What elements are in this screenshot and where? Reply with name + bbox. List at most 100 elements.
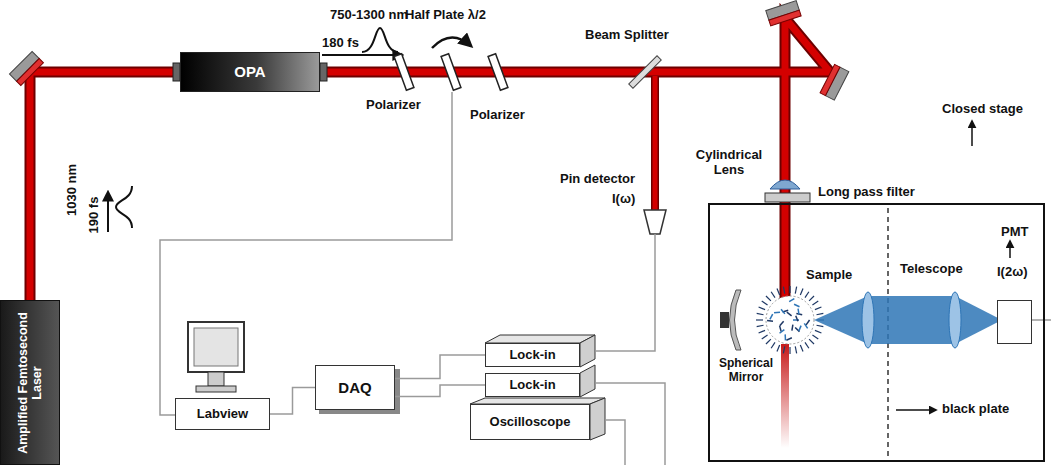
pin-detector (644, 210, 666, 234)
daq-box: DAQ (315, 365, 395, 410)
closed-stage: Closed stagePMTI(2ω) (708, 203, 1045, 462)
scatter-stroke (766, 339, 771, 344)
pulse-shape (116, 186, 132, 228)
laser-beam-edge (30, 18, 830, 320)
part-label: 180 fs (322, 36, 359, 51)
scatter-stroke (816, 325, 823, 326)
part-label: 750-1300 nm (330, 8, 408, 23)
particle-stroke (784, 334, 786, 340)
laser-source: Amplified Femtosecond Laser (0, 300, 60, 465)
node-text: DAQ (338, 379, 371, 396)
monitor-screen (194, 328, 238, 366)
node-text: Amplified Femtosecond Laser (16, 303, 45, 463)
part-label: 1030 nm (65, 164, 80, 216)
node-text: Closed stage (942, 102, 1023, 117)
mirror (820, 64, 840, 95)
polarizer (488, 54, 508, 91)
part-label: I(ω) (612, 192, 635, 207)
collected-light (814, 296, 998, 344)
scatter-stroke (800, 289, 803, 295)
scatter-stroke (759, 307, 765, 310)
sample-cell (766, 296, 814, 344)
lock-in-amplifier: Lock-in (485, 343, 580, 367)
scatter-stroke (812, 335, 818, 339)
scatter-stroke (809, 296, 814, 301)
scatter-stroke (789, 347, 790, 354)
reference-beam (653, 76, 658, 210)
particle-stroke (806, 320, 809, 325)
scatter-stroke (757, 325, 764, 326)
particle-stroke (789, 299, 794, 302)
particle-stroke (786, 338, 791, 340)
part-label: Polarizer (470, 108, 525, 123)
particle-stroke (781, 309, 785, 314)
scatter-stroke (805, 292, 809, 298)
scatter-stroke (805, 342, 809, 348)
particle-stroke (770, 314, 773, 319)
node-text: OPA (234, 63, 265, 80)
half-wave-plate (441, 54, 461, 91)
signal-wire (596, 234, 655, 351)
mirror-mount (720, 312, 729, 328)
pointer-arrow (896, 409, 936, 411)
scatter-stroke (783, 346, 784, 353)
mirror (769, 10, 801, 26)
pulse-shape (362, 28, 398, 52)
direction-arrow (322, 54, 402, 56)
signal-cable (270, 388, 315, 415)
scatter-stroke (815, 307, 821, 310)
particle-stroke (780, 326, 782, 332)
scatter-stroke (783, 287, 784, 294)
particle-stroke (774, 311, 780, 313)
particle-stroke (797, 309, 799, 315)
instrument-side (590, 398, 605, 440)
part-label: Telescope (900, 262, 963, 277)
oscilloscope: Oscilloscope (470, 404, 590, 440)
instrument-side (580, 335, 595, 367)
part-label: Beam Splitter (585, 28, 669, 43)
mirror (17, 59, 44, 86)
long-pass-filter (765, 193, 810, 202)
computer: Labview (175, 398, 270, 430)
scatter-stroke (757, 313, 764, 314)
scatter-stroke (809, 339, 814, 344)
node-text: PMT (1001, 225, 1028, 240)
particle-stroke (796, 316, 798, 322)
direction-arrow (107, 192, 109, 232)
signal-wire (596, 383, 665, 465)
opa-port (320, 63, 327, 81)
reference-beam-edge (651, 76, 659, 210)
opa-port (173, 63, 180, 81)
part-label: 190 fs (87, 197, 102, 234)
signal-wire (606, 420, 625, 465)
node-text: Lock-in (509, 378, 555, 393)
scatter-stroke (777, 345, 780, 351)
instrument-side (580, 365, 595, 397)
scatter-stroke (812, 301, 818, 305)
node-text: Lock-in (509, 348, 555, 363)
part-label: Spherical Mirror (714, 357, 778, 385)
telescope-lens (949, 292, 961, 348)
scatter-stroke (816, 313, 823, 314)
scatter-stroke (789, 286, 790, 293)
particle-stroke (787, 312, 792, 316)
scatter-stroke (762, 301, 768, 305)
particle-stroke (799, 326, 801, 332)
signal-wire (1030, 319, 1051, 321)
part-label: Pin detector (560, 172, 635, 187)
particle-stroke (792, 325, 793, 331)
signal-cable (395, 385, 485, 397)
particle-stroke (767, 320, 773, 322)
telescope-lens (862, 292, 874, 348)
part-label: Cylindrical Lens (690, 148, 768, 178)
polarizer (394, 54, 414, 91)
cylindrical-lens (770, 180, 800, 189)
scatter-stroke (815, 330, 821, 333)
scatter-stroke (756, 319, 763, 320)
pointer-arrow (971, 121, 973, 146)
scatter-stroke (777, 289, 780, 295)
pointer-arrow (1009, 241, 1011, 258)
opa-box: OPA (180, 52, 320, 92)
scatter-stroke (795, 287, 796, 294)
laser-beam (30, 18, 830, 320)
